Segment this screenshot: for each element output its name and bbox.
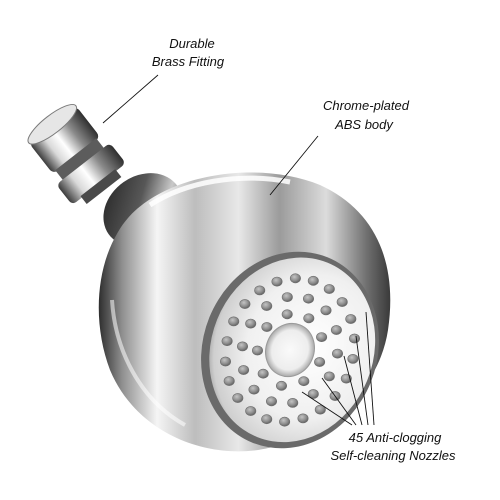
nozzle-hole (239, 299, 251, 309)
nozzle-hole (302, 293, 314, 304)
nozzle-hole (331, 348, 343, 359)
nozzle-hole (228, 316, 240, 327)
nozzle-hole (289, 273, 301, 284)
nozzle-hole (223, 376, 235, 386)
body-callout: Chrome-plated ABS body (323, 98, 410, 132)
nozzle-hole (261, 414, 273, 425)
nozzle-hole (336, 297, 348, 307)
nozzle-leader-lines (301, 311, 375, 426)
nozzle-hole (297, 413, 309, 424)
nozzles-callout: 45 Anti-clogging Self-cleaning Nozzles (330, 430, 456, 463)
nozzles-callout-line-2: Self-cleaning Nozzles (330, 448, 456, 463)
nozzle-hole (237, 341, 249, 352)
nozzle-hole (232, 393, 244, 403)
nozzle-hole (347, 353, 359, 364)
nozzle-hole (281, 309, 293, 320)
nozzles-callout-line-1: 45 Anti-clogging (349, 430, 443, 445)
nozzle-hole (245, 406, 257, 416)
nozzle-hole (323, 371, 335, 382)
nozzle-layer (220, 273, 360, 427)
nozzle-hole (257, 368, 269, 379)
body-callout-line-1: Chrome-plated (323, 98, 410, 113)
nozzle-hole (298, 376, 310, 387)
nozzle-hole (265, 396, 277, 407)
nozzle-hole (221, 336, 233, 346)
brass-fitting (27, 104, 124, 205)
nozzle-hole (245, 318, 257, 329)
nozzle-hole (307, 389, 319, 399)
nozzle-hole (252, 345, 264, 356)
nozzle-hole (320, 305, 332, 316)
fitting-callout: Durable Brass Fitting (152, 36, 225, 69)
nozzle-hole (348, 333, 360, 344)
nozzle-hole (261, 322, 273, 332)
nozzle-hole (271, 276, 283, 287)
fitting-leader-line (102, 74, 159, 124)
nozzle-hole (220, 356, 232, 367)
nozzle-hole (279, 416, 291, 427)
nozzle-hole (261, 301, 273, 311)
body-leader-line (269, 135, 319, 196)
body-callout-line-2: ABS body (334, 117, 394, 132)
nozzle-hole (275, 380, 287, 391)
nozzle-hole (303, 313, 315, 324)
nozzle-hole (287, 397, 299, 408)
fitting-callout-line-2: Brass Fitting (152, 54, 225, 69)
nozzle-hole (248, 384, 260, 395)
nozzle-hole (323, 284, 335, 294)
fitting-callout-line-1: Durable (169, 36, 215, 51)
nozzle-hole (345, 314, 357, 324)
nozzle-hole (238, 365, 250, 375)
nozzle-hole (281, 292, 293, 302)
nozzle-hole (314, 357, 326, 367)
nozzle-hole (254, 285, 266, 296)
nozzle-hole (314, 404, 326, 415)
nozzle-hole (330, 325, 342, 335)
center-disc (265, 322, 315, 378)
nozzle-hole (316, 332, 328, 342)
nozzle-hole (307, 275, 319, 286)
